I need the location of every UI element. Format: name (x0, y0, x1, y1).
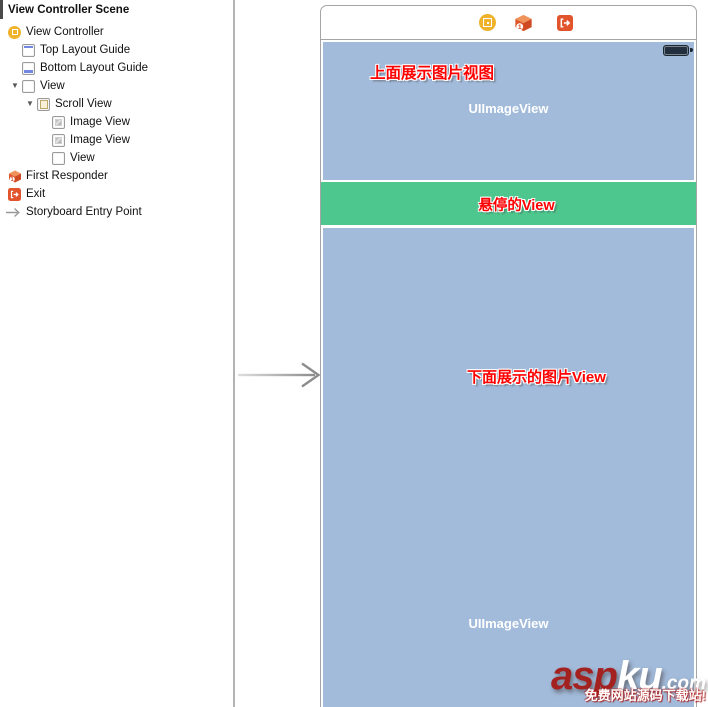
outline-label: Bottom Layout Guide (40, 62, 149, 74)
bottom-imageview-label: UIImageView (468, 616, 549, 631)
top-annotation: 上面展示图片视图 (370, 65, 495, 82)
first-responder-icon: 1 (8, 170, 21, 183)
svg-text:1: 1 (518, 24, 522, 31)
exit-icon (8, 187, 21, 201)
top-imageview-label: UIImageView (468, 101, 549, 116)
outline-row-view[interactable]: View (0, 77, 233, 95)
outline-row-exit[interactable]: Exit (0, 185, 233, 203)
outline-row-view-controller[interactable]: View Controller (0, 23, 233, 41)
bottom-annotation: 下面展示的图片View (467, 369, 606, 386)
battery-icon (663, 45, 693, 56)
bottom-layout-guide-icon (22, 61, 35, 75)
view-icon (22, 79, 35, 93)
outline-row-storyboard-entry-point[interactable]: Storyboard Entry Point (0, 203, 233, 221)
scene-selection-bar (0, 0, 3, 19)
scroll-view-icon (37, 97, 50, 111)
exit-icon[interactable] (557, 15, 573, 36)
sidebar-divider[interactable] (233, 0, 235, 707)
scene-title[interactable]: View Controller Scene (8, 4, 130, 16)
outline-row-scroll-view[interactable]: Scroll View (0, 95, 233, 113)
aspku-tagline: 免费网站源码下载站! (584, 688, 706, 703)
svg-text:1: 1 (11, 177, 14, 183)
image-view-icon (52, 115, 65, 129)
outline-label: View (40, 80, 65, 92)
bottom-image-view[interactable]: 下面展示的图片View UIImageView (323, 228, 694, 707)
storyboard-entry-arrow[interactable] (238, 360, 322, 395)
entry-arrow-icon (5, 206, 21, 219)
outline-label: View (70, 152, 95, 164)
outline-row-image-view-1[interactable]: Image View (0, 113, 233, 131)
outline-row-inner-view[interactable]: View (0, 149, 233, 167)
view-icon (52, 151, 65, 165)
disclosure-triangle-icon[interactable] (23, 95, 37, 113)
outline-row-bottom-layout-guide[interactable]: Bottom Layout Guide (0, 59, 233, 77)
view-controller-icon (8, 25, 21, 39)
outline-label: First Responder (26, 170, 108, 182)
outline-row-image-view-2[interactable]: Image View (0, 131, 233, 149)
disclosure-triangle-icon[interactable] (8, 77, 22, 95)
outline-label: Exit (26, 188, 46, 200)
device-screen: 上面展示图片视图 UIImageView 悬停的View 下面展示的图片View… (321, 40, 706, 707)
top-layout-guide-icon (22, 43, 35, 57)
image-view-icon (52, 133, 65, 147)
first-responder-icon[interactable]: 1 (514, 14, 533, 37)
outline-label: Image View (70, 134, 130, 146)
hover-view[interactable]: 悬停的View (321, 182, 696, 225)
view-controller-canvas[interactable]: 1 上面展示图片视图 UIImageView 悬停的View (320, 5, 706, 707)
outline-tree: View Controller Top Layout Guide Bottom … (0, 23, 233, 221)
outline-row-top-layout-guide[interactable]: Top Layout Guide (0, 41, 233, 59)
outline-label: View Controller (26, 26, 104, 38)
hover-annotation: 悬停的View (478, 198, 555, 214)
document-outline: View Controller Scene View Controller To… (0, 0, 233, 707)
outline-label: Image View (70, 116, 130, 128)
outline-label: Scroll View (55, 98, 112, 110)
outline-label: Storyboard Entry Point (26, 206, 142, 218)
aspku-logo: aspku.com (551, 654, 706, 698)
top-image-view[interactable]: 上面展示图片视图 UIImageView (323, 42, 694, 180)
outline-row-first-responder[interactable]: 1 First Responder (0, 167, 233, 185)
view-controller-icon[interactable] (479, 14, 496, 31)
aspku-watermark: aspku.com 免费网站源码下载站! (551, 656, 706, 702)
outline-label: Top Layout Guide (40, 44, 131, 56)
scene-dock: 1 (321, 6, 696, 40)
